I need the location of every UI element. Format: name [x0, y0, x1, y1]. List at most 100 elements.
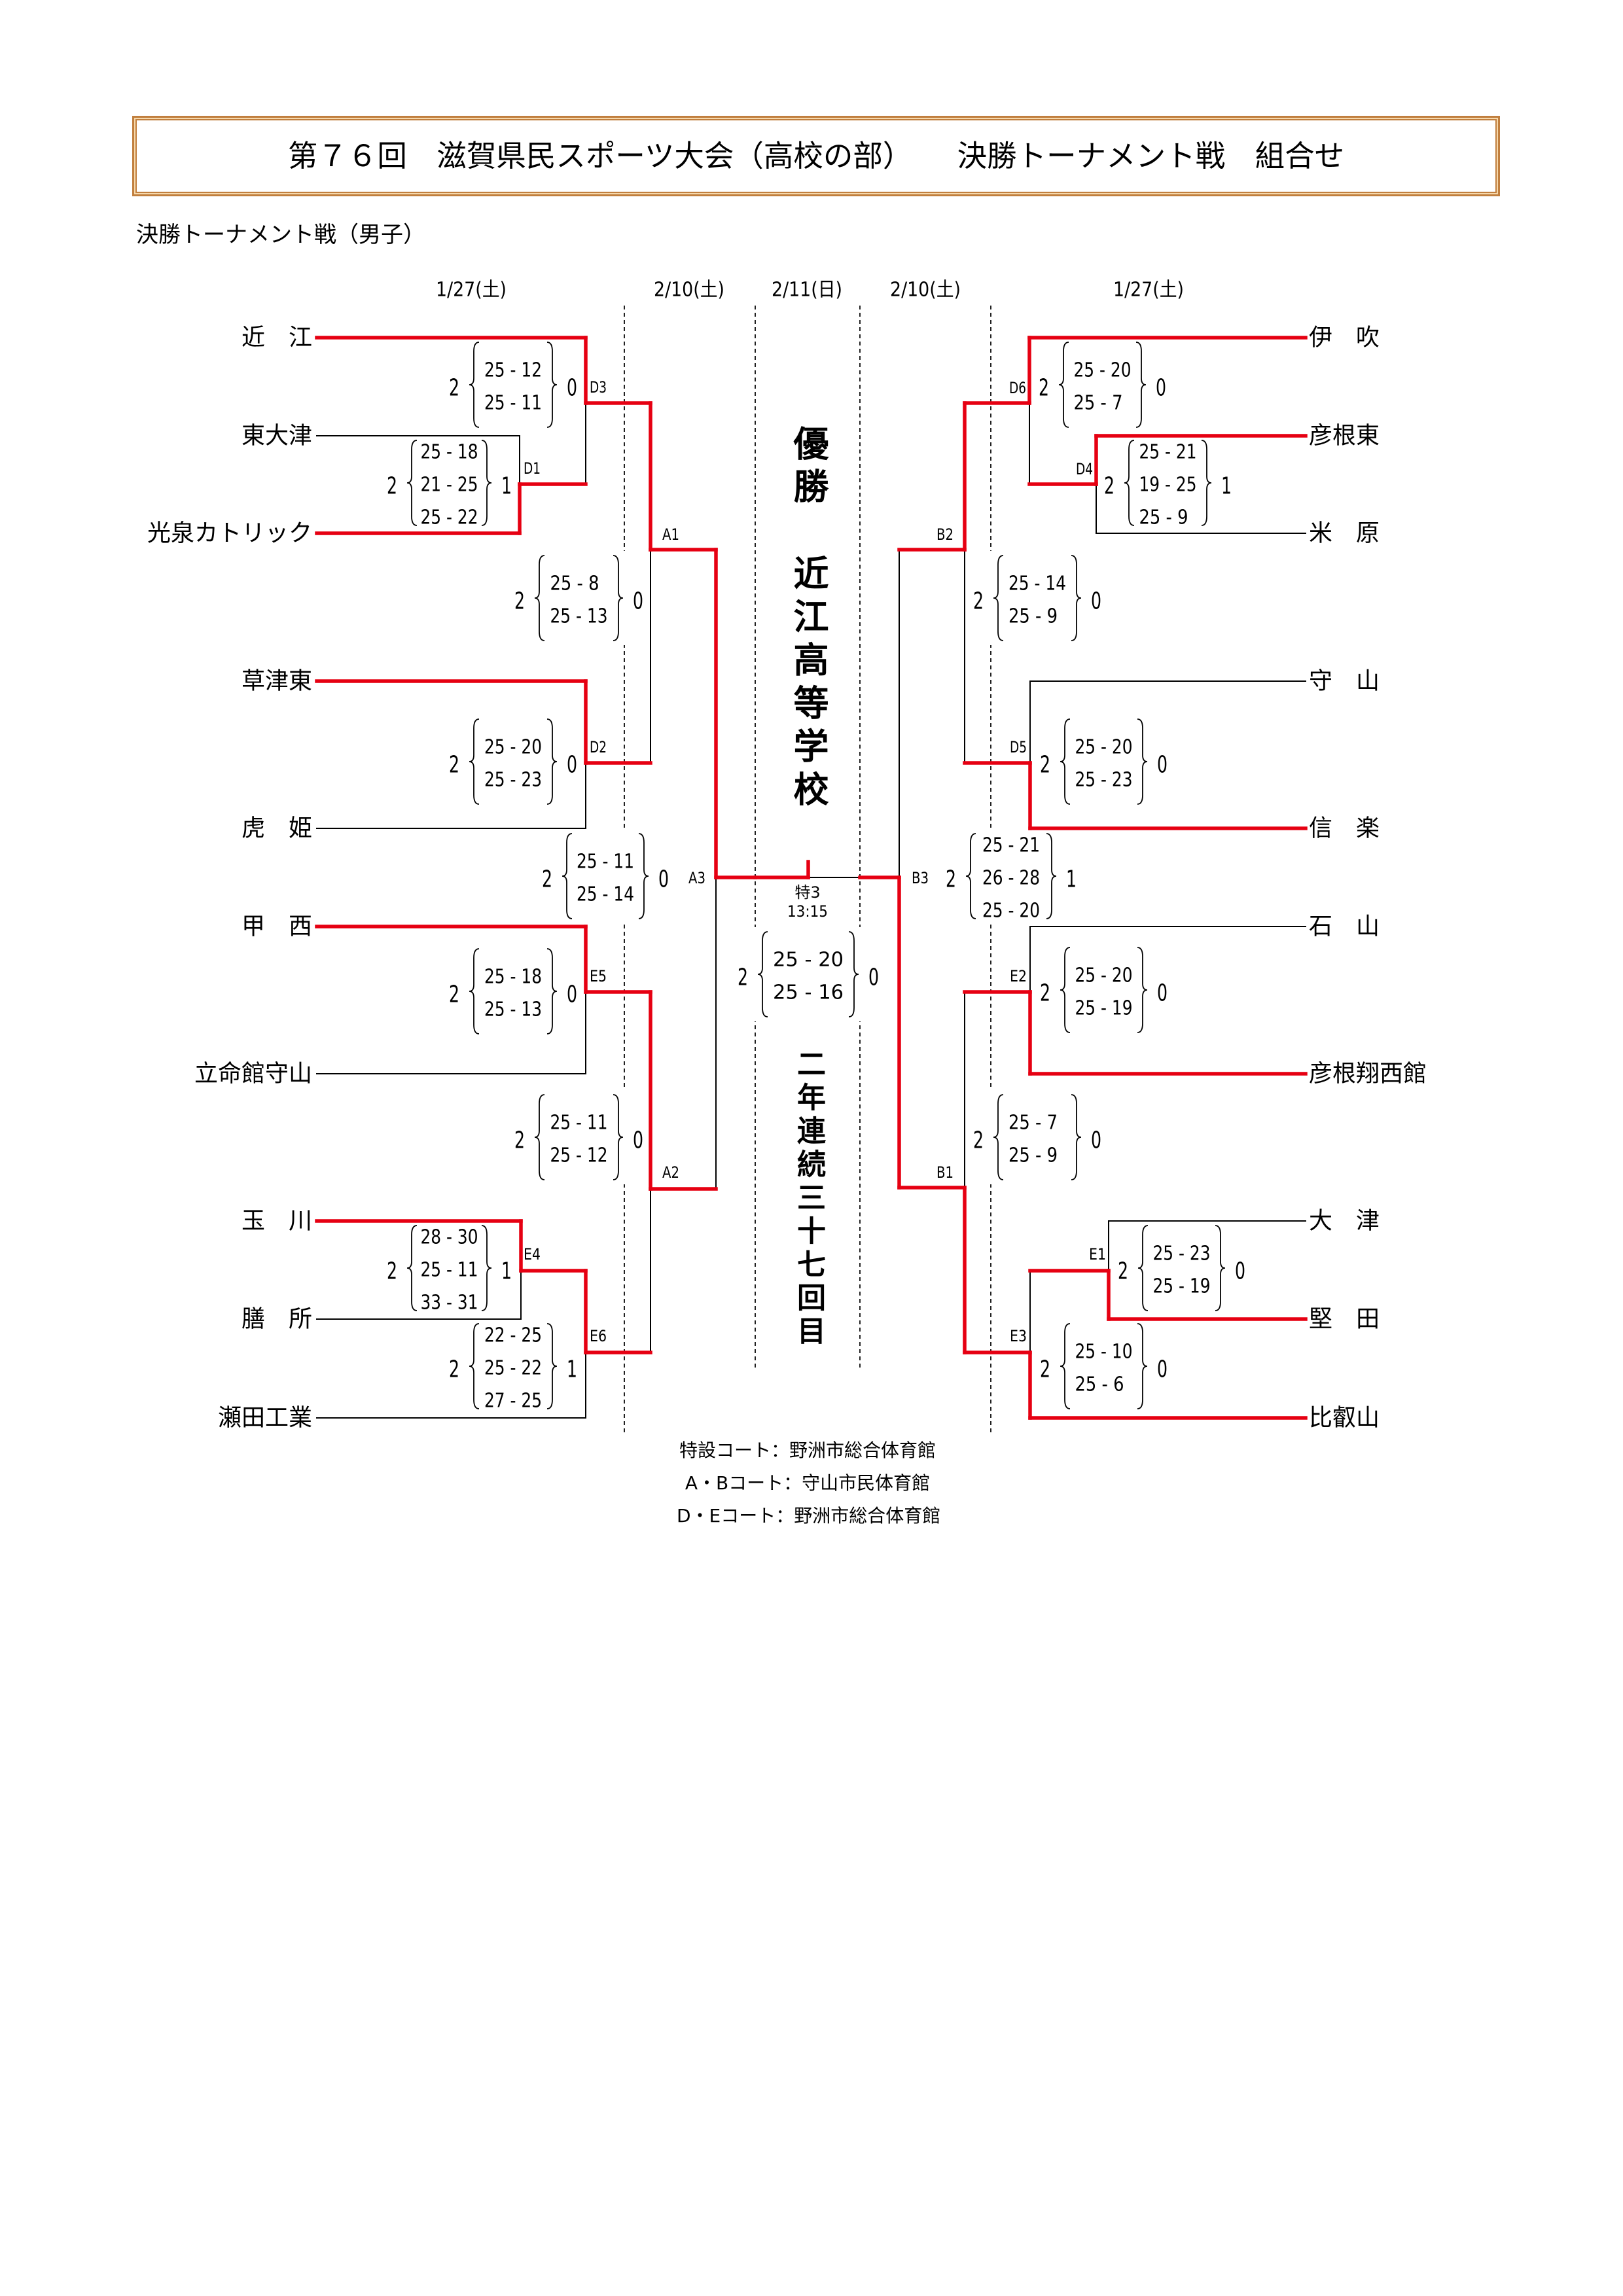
team-name-right: 米 原 [1309, 520, 1380, 547]
set-score: 21 - 25 [421, 474, 478, 497]
sets-won: 2 [449, 752, 459, 779]
set-score: 25 - 20 [1074, 359, 1132, 382]
score-brace-close [546, 718, 558, 805]
set-score: 25 - 20 [1075, 964, 1133, 987]
set-score: 25 - 22 [484, 1357, 542, 1380]
venue-note-ab-court: A・Bコート：守山市民体育館 [685, 1472, 931, 1494]
set-score: 25 - 20 [773, 949, 844, 972]
score-brace-open [993, 555, 1004, 641]
team-name-left: 草津東 [241, 668, 312, 695]
score-brace-close [546, 342, 558, 428]
score-brace-open [534, 555, 545, 641]
score-brace-open [1124, 440, 1135, 526]
score-brace-close [1137, 718, 1148, 805]
set-score: 25 - 11 [484, 392, 542, 415]
sets-lost: 0 [633, 1127, 643, 1154]
date-header-left-round1: 1/27(土) [436, 279, 507, 302]
title-box: 第７６回 滋賀県民スポーツ大会（高校の部） 決勝トーナメント戦 組合せ [132, 116, 1500, 196]
match-label-b1: B1 [936, 1163, 954, 1182]
score-final-background [730, 927, 887, 1021]
match-label-e5: E5 [590, 967, 607, 985]
score-brace-open [562, 833, 573, 919]
set-score: 25 - 11 [550, 1112, 608, 1135]
set-score: 25 - 7 [1074, 392, 1123, 415]
set-score: 25 - 9 [1008, 1144, 1058, 1167]
sets-lost: 0 [567, 981, 577, 1008]
set-score: 25 - 16 [773, 981, 844, 1004]
match-label-e2: E2 [1010, 967, 1027, 985]
sets-won: 2 [514, 588, 525, 615]
match-label-d5: D5 [1010, 738, 1027, 756]
score-brace-close [481, 1225, 492, 1311]
score-brace-open [965, 833, 976, 919]
score-brace-open [534, 1094, 545, 1180]
score-b1-background [965, 1090, 1109, 1184]
team-name-left: 虎 姫 [241, 815, 312, 842]
sets-won: 2 [387, 473, 397, 500]
sets-won: 2 [973, 588, 984, 615]
team-name-left: 玉 川 [241, 1208, 312, 1235]
set-score: 33 - 31 [421, 1292, 478, 1315]
set-score: 27 - 25 [484, 1390, 542, 1413]
set-score: 25 - 20 [1075, 736, 1133, 759]
set-score: 22 - 25 [484, 1324, 542, 1347]
score-brace-close [1137, 1323, 1148, 1409]
sets-won: 2 [946, 866, 956, 893]
score-brace-open [1060, 947, 1071, 1033]
set-score: 25 - 18 [421, 441, 478, 464]
final-match-label: 特3 [794, 883, 820, 902]
sets-won: 2 [1040, 752, 1050, 779]
match-label-d6: D6 [1009, 379, 1026, 397]
venue-note-de-court: D・Eコート：野洲市総合体育館 [677, 1505, 941, 1527]
score-brace-close [848, 931, 859, 1017]
sets-lost: 0 [1091, 588, 1101, 615]
date-header-left-semi: 2/10(土) [654, 279, 724, 302]
sets-lost: 0 [1157, 752, 1168, 779]
sets-lost: 1 [1066, 866, 1077, 893]
sets-won: 2 [387, 1258, 397, 1285]
venue-notes: 特設コート：野洲市総合体育館 A・Bコート：守山市民体育館 D・Eコート：野洲市… [677, 1434, 941, 1532]
match-label-b3: B3 [912, 869, 929, 887]
sets-lost: 1 [1221, 473, 1232, 500]
score-brace-close [1071, 1094, 1082, 1180]
score-a2-background [507, 1090, 651, 1184]
score-brace-close [638, 833, 649, 919]
sets-lost: 0 [1156, 375, 1166, 402]
set-score: 25 - 11 [421, 1259, 478, 1282]
score-brace-open [993, 1094, 1004, 1180]
sets-lost: 0 [1157, 1356, 1168, 1383]
sets-lost: 1 [501, 473, 512, 500]
score-brace-open [1058, 342, 1069, 428]
set-score: 25 - 20 [982, 900, 1040, 923]
team-name-right: 石 山 [1309, 913, 1380, 940]
match-label-e6: E6 [590, 1327, 607, 1345]
match-label-a3: A3 [688, 869, 705, 887]
score-brace-open [757, 931, 768, 1017]
sets-won: 2 [449, 981, 459, 1008]
score-brace-open [406, 1225, 418, 1311]
score-brace-close [613, 555, 624, 641]
set-score: 25 - 23 [1075, 769, 1133, 792]
team-name-left: 近 江 [241, 325, 312, 351]
team-name-right: 比叡山 [1309, 1405, 1380, 1432]
set-score: 25 - 14 [577, 883, 634, 906]
title-box-inner: 第７６回 滋賀県民スポーツ大会（高校の部） 決勝トーナメント戦 組合せ [135, 119, 1497, 193]
score-brace-open [1060, 1323, 1071, 1409]
sets-won: 2 [449, 375, 459, 402]
score-brace-open [469, 948, 480, 1034]
sets-won: 2 [1039, 375, 1049, 402]
team-name-right: 大 津 [1309, 1208, 1380, 1235]
score-brace-close [1201, 440, 1212, 526]
set-score: 25 - 9 [1008, 605, 1058, 628]
match-label-d4: D4 [1076, 460, 1093, 478]
set-score: 25 - 21 [982, 834, 1040, 857]
match-label-d2: D2 [590, 738, 607, 756]
match-label-d1: D1 [524, 459, 541, 478]
match-label-e1: E1 [1089, 1245, 1106, 1263]
sets-won: 2 [1104, 473, 1115, 500]
date-header-final: 2/11(日) [772, 279, 842, 302]
set-score: 25 - 18 [484, 966, 542, 989]
sets-won: 2 [1118, 1258, 1128, 1285]
score-masks [507, 551, 1109, 1184]
